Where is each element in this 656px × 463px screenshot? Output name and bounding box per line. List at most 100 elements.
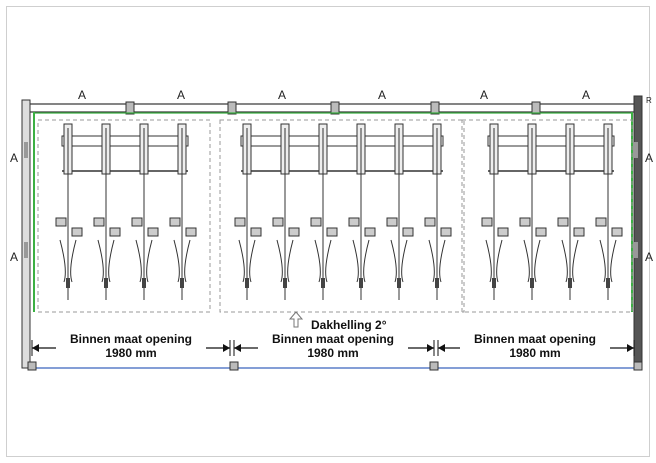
bike-bracket [364,227,376,237]
side-marker [24,242,28,258]
bike-frame [428,239,446,283]
beam-joint [430,101,440,115]
floor-anchor [229,361,239,371]
beam-joint [330,101,340,115]
bike-frame [173,239,191,283]
bike-wheel [530,278,534,288]
bike-frame [276,239,294,283]
beam-joint [227,101,237,115]
upper-rail [240,135,444,147]
opening-label: Binnen maat opening [473,332,596,346]
bay-outline [461,119,633,313]
bike-wheel [245,278,249,288]
bike-wheel [104,278,108,288]
slope-arrow-icon [288,311,304,328]
beam-joint [125,101,135,115]
bike-bracket [109,227,121,237]
opening-label: Binnen maat opening [69,332,192,346]
opening-width: 1980 mm [509,346,561,360]
arrow-head [438,344,445,352]
opening-width: 1980 mm [307,346,359,360]
module-label-top: A [177,88,186,102]
bike-wheel [435,278,439,288]
bike-frame [59,239,77,283]
bike-bracket [519,217,531,227]
opening-dimension: Binnen maat opening 1980 mm [258,332,408,360]
module-label-top: A [78,88,87,102]
bike-wheel [321,278,325,288]
bike-bracket [440,227,452,237]
bike-bracket [611,227,623,237]
opening-label: Binnen maat opening [271,332,394,346]
bike-bracket [272,217,284,227]
arrow-head [234,344,241,352]
bike-frame [238,239,256,283]
bike-bracket [310,217,322,227]
floor-anchor [27,361,37,371]
drawing-frame [6,6,650,457]
bike-wheel [492,278,496,288]
bay-outline [37,119,211,313]
bike-bracket [481,217,493,227]
module-label-top: A [480,88,489,102]
bike-wheel [283,278,287,288]
opening-dimension: Binnen maat opening 1980 mm [56,332,206,360]
beam-joint [531,101,541,115]
bay-outline [219,119,465,313]
bike-bracket [71,227,83,237]
opening-width: 1980 mm [105,346,157,360]
module-label-top: A [378,88,387,102]
bike-bracket [424,217,436,227]
bike-frame [352,239,370,283]
arrow-head [627,344,634,352]
module-label-right: A [645,250,654,264]
bike-bracket [131,217,143,227]
floor-anchor [633,361,643,371]
bike-wheel [142,278,146,288]
bike-bracket [573,227,585,237]
left-post [21,99,31,369]
right-post [633,95,643,369]
bike-bracket [250,227,262,237]
bike-bracket [234,217,246,227]
opening-dimension: Binnen maat opening 1980 mm [460,332,610,360]
bike-frame [485,239,503,283]
upper-rail [487,135,615,147]
bike-bracket [93,217,105,227]
module-label-left: A [10,250,19,264]
bike-frame [97,239,115,283]
bike-frame [390,239,408,283]
bike-bracket [169,217,181,227]
bike-bracket [595,217,607,227]
bike-wheel [606,278,610,288]
bike-frame [561,239,579,283]
arrow-head [223,344,230,352]
bike-bracket [326,227,338,237]
bike-bracket [497,227,509,237]
bike-wheel [359,278,363,288]
bike-frame [599,239,617,283]
bike-bracket [535,227,547,237]
module-label-left: A [10,151,19,165]
bike-bracket [288,227,300,237]
module-label-right: A [645,151,654,165]
arrow-head [32,344,39,352]
bike-bracket [185,227,197,237]
bike-bracket [402,227,414,237]
bike-bracket [348,217,360,227]
bike-wheel [180,278,184,288]
edge-label: R [646,96,652,105]
module-label-top: A [278,88,287,102]
module-label-top: A [582,88,591,102]
bike-wheel [397,278,401,288]
bike-bracket [386,217,398,227]
bike-bracket [55,217,67,227]
side-marker [634,242,638,258]
floor-anchor [429,361,439,371]
bike-frame [523,239,541,283]
arrow-head [427,344,434,352]
side-marker [24,142,28,158]
roof-slope-note: Dakhelling 2° [311,318,387,332]
